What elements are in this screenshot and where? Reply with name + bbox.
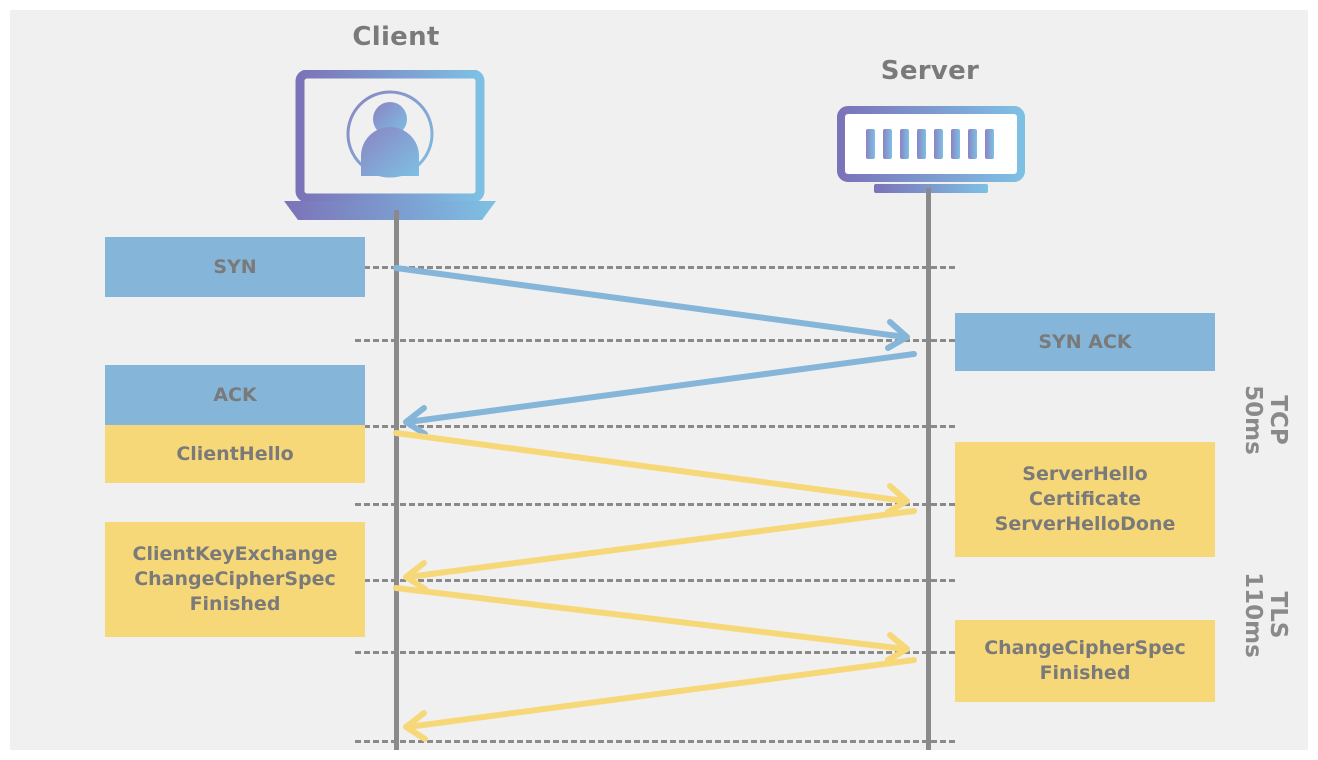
- arrow-syn: [393, 265, 910, 351]
- dashline-serverccs: [355, 651, 955, 654]
- message-label-syn: SYN: [213, 255, 257, 278]
- dashline-ack: [355, 425, 955, 428]
- dashline-end: [355, 740, 955, 743]
- message-box-changecipherspec[interactable]: ChangeCipherSpec Finished: [955, 620, 1215, 702]
- client-title: Client: [352, 22, 440, 52]
- message-box-synack[interactable]: SYN ACK: [955, 313, 1215, 371]
- server-lifeline: [926, 188, 931, 750]
- message-label-synack: SYN ACK: [1038, 330, 1132, 353]
- client-lifeline: [394, 210, 399, 750]
- arrow-clientkey: [393, 585, 910, 663]
- message-box-ack[interactable]: ACK: [105, 365, 365, 425]
- diagram-canvas: Client Server: [10, 10, 1308, 750]
- dashline-syn: [355, 266, 955, 269]
- arrow-serverccs: [403, 657, 917, 742]
- message-box-clienthello[interactable]: ClientHello: [105, 425, 365, 483]
- phase-label-tls: TLS 110ms: [1240, 572, 1291, 658]
- server-rack-icon: [837, 106, 1025, 193]
- message-box-clientkeyexchange[interactable]: ClientKeyExchange ChangeCipherSpec Finis…: [105, 522, 365, 637]
- laptop-user-icon: [284, 70, 496, 220]
- server-title: Server: [880, 56, 980, 86]
- message-box-syn[interactable]: SYN: [105, 237, 365, 297]
- dashline-clientkey: [355, 579, 955, 582]
- dashline-serverhello: [355, 503, 955, 506]
- phase-label-tcp: TCP 50ms: [1240, 385, 1291, 455]
- arrow-synack: [403, 351, 917, 437]
- message-label-serverhello: ServerHello Certificate ServerHelloDone: [994, 463, 1176, 535]
- message-label-clienthello: ClientHello: [176, 442, 294, 465]
- arrow-serverhello: [403, 508, 917, 592]
- arrow-clienthello: [393, 430, 910, 515]
- message-label-ack: ACK: [213, 383, 257, 406]
- message-box-serverhello[interactable]: ServerHello Certificate ServerHelloDone: [955, 442, 1215, 557]
- message-label-changecipherspec: ChangeCipherSpec Finished: [984, 637, 1186, 684]
- dashline-synack: [355, 339, 955, 342]
- message-label-clientkeyexchange: ClientKeyExchange ChangeCipherSpec Finis…: [132, 543, 338, 615]
